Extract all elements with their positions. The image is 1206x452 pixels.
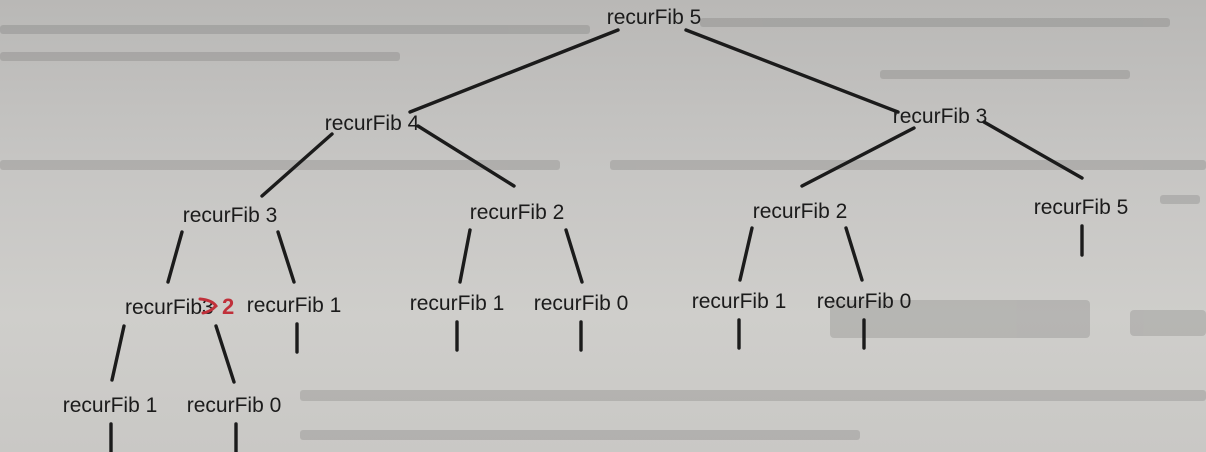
edge-n2-n5 <box>800 126 916 188</box>
struck-digit: 3 <box>202 296 214 319</box>
edge-n3-n8 <box>276 230 296 284</box>
node-recurfib-2-middle: recurFib 2 <box>470 201 565 224</box>
node-recurfib-0: recurFib 0 <box>534 292 629 315</box>
handwritten-digit: 2 <box>222 294 234 319</box>
node-recurfib-3-right: recurFib 3 <box>893 105 988 128</box>
edge-n1-n3 <box>260 132 334 198</box>
node-recurfib-1: recurFib 1 <box>63 394 158 417</box>
node-recurfib-1: recurFib 1 <box>247 294 342 317</box>
leaf-stubs <box>109 224 1084 452</box>
handwritten-correction: 3 2 <box>198 294 234 319</box>
node-recurfib-3-left: recurFib 3 <box>183 204 278 227</box>
edge-n2-n6 <box>982 120 1084 180</box>
edge-n3-n7 <box>166 230 184 284</box>
edge-n5-n11 <box>738 226 754 282</box>
node-recurfib-0: recurFib 0 <box>817 290 912 313</box>
node-recurfib-0: recurFib 0 <box>187 394 282 417</box>
node-recurfib-1: recurFib 1 <box>410 292 505 315</box>
node-recurfib-5-root: recurFib 5 <box>607 6 702 29</box>
edge-n4-n10 <box>564 228 584 284</box>
tree-nodes: recurFib 5 recurFib 4 recurFib 3 recurFi… <box>63 6 1129 417</box>
edge-n4-n9 <box>458 228 472 284</box>
edge-n1-n4 <box>416 124 516 188</box>
node-recurfib-1: recurFib 1 <box>692 290 787 313</box>
background-page-texture <box>0 18 1206 440</box>
edge-n7-n13 <box>110 324 126 382</box>
edge-n0-n2 <box>684 28 900 114</box>
red-strike-mark <box>198 297 218 315</box>
node-recurfib-5-far-right: recurFib 5 <box>1034 196 1129 219</box>
node-recurfib-4: recurFib 4 <box>325 112 420 135</box>
node-recurfib-annotated: recurFib <box>125 296 202 319</box>
edge-n0-n1 <box>408 28 620 114</box>
edge-n5-n12 <box>844 226 864 282</box>
edge-n7-n14 <box>214 324 236 384</box>
tree-edges <box>110 28 1084 384</box>
node-recurfib-2-right: recurFib 2 <box>753 200 848 223</box>
